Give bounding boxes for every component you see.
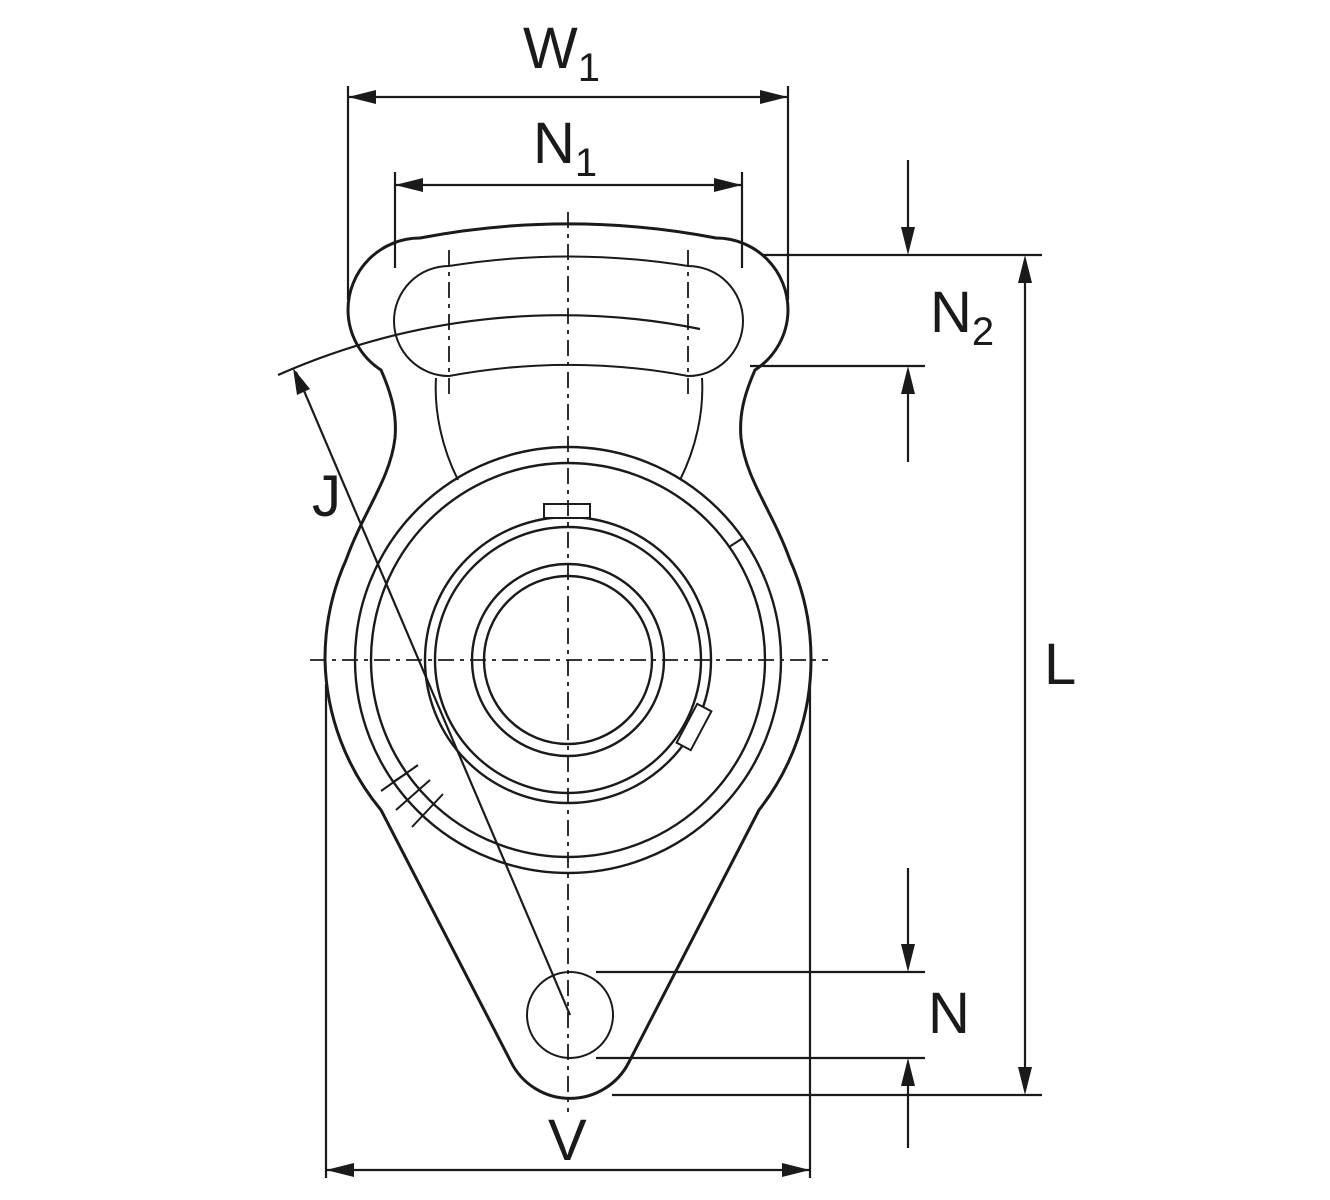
j-leader-line	[294, 371, 572, 1016]
label-v: V	[548, 1108, 587, 1173]
label-n1: N1	[533, 111, 597, 185]
dimension-w1	[346, 86, 790, 300]
dimension-labels: W1 N1 N2 J L N V	[312, 16, 1076, 1173]
locating-tab-right	[675, 702, 713, 752]
label-j: J	[312, 464, 341, 529]
dimension-v	[324, 684, 812, 1178]
label-l: L	[1044, 632, 1076, 697]
neck-fold-right	[679, 377, 704, 481]
label-w1: W1	[523, 16, 600, 90]
dimension-l	[612, 255, 1042, 1097]
dimension-n2	[750, 160, 1042, 462]
label-n2: N2	[930, 280, 994, 354]
neck-fold-left	[434, 377, 459, 481]
centerlines	[310, 212, 828, 1112]
serration-marks	[380, 764, 444, 828]
label-n: N	[928, 981, 970, 1046]
locating-tab-top	[543, 503, 591, 519]
pitch-arc	[277, 314, 701, 377]
j-arrowhead	[293, 368, 310, 395]
dimension-j	[277, 314, 701, 1016]
dimension-n	[596, 868, 925, 1148]
seat-step-upper-right	[728, 537, 744, 548]
dimension-n1	[393, 172, 744, 268]
